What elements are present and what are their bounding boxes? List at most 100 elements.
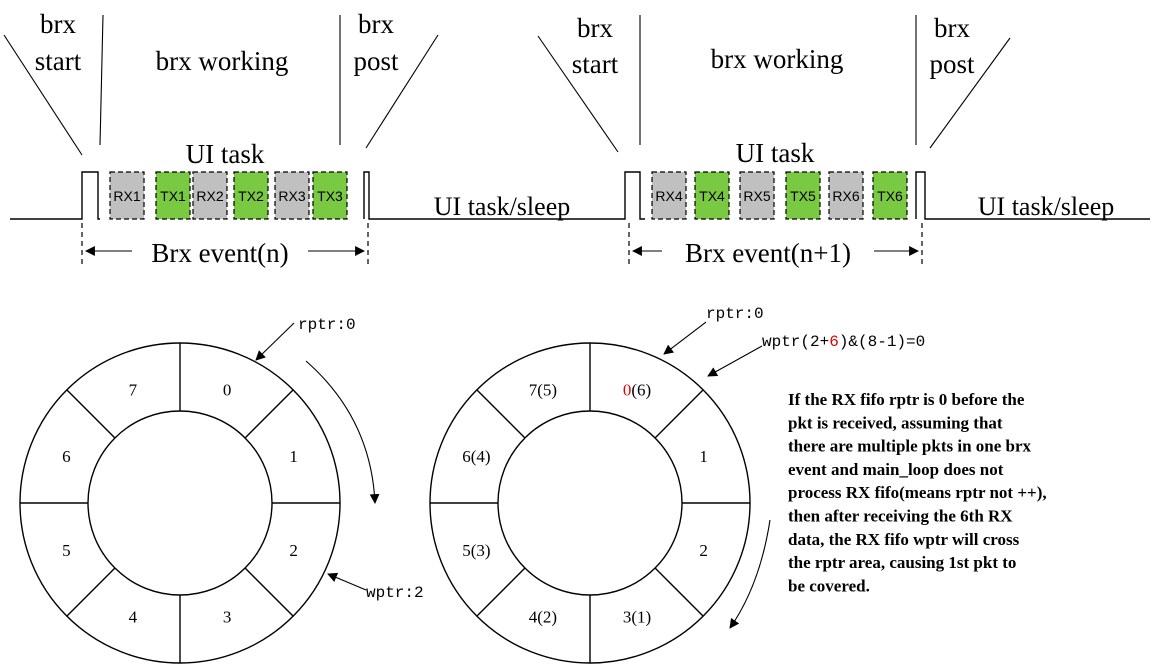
- wptr-prefix: wptr(2+: [762, 333, 829, 351]
- fifo-divider: [244, 567, 294, 617]
- span-label-bg: [132, 236, 308, 266]
- slot-box: [872, 171, 908, 220]
- wptr-label: wptr(2+6)&(8-1)=0: [762, 333, 925, 351]
- segment-previous-index: (3): [471, 541, 491, 560]
- rx-slot: RX3: [274, 171, 310, 220]
- fifo-segment-label: 7(5): [529, 380, 557, 399]
- brx-start-label: start: [572, 49, 619, 79]
- fifo-divider: [476, 389, 526, 439]
- slot-label: RX2: [196, 188, 223, 204]
- fifo-segment-label: 1: [699, 447, 708, 466]
- slot-label: RX6: [832, 188, 859, 204]
- explanation-line: process RX fifo(means rptr not ++),: [788, 483, 1047, 502]
- fifo-segment-label: 6(4): [462, 447, 490, 466]
- explanation-line: the rptr area, causing 1st pkt to: [788, 553, 1016, 572]
- fifo-divider: [654, 567, 704, 617]
- tx-slot: TX2: [233, 171, 269, 220]
- fifo-segment-labels: 0(6)123(1)4(2)5(3)6(4)7(5): [462, 380, 708, 626]
- fifo-segment-label: 6: [62, 447, 71, 466]
- slot-label: TX2: [238, 188, 264, 204]
- slot-box: [785, 171, 821, 220]
- wptr-arrow: [707, 345, 763, 377]
- slot-box: [739, 171, 775, 220]
- segment-previous-index: (1): [631, 608, 651, 627]
- wptr-arrow: [327, 572, 367, 591]
- slot-label: RX4: [655, 188, 682, 204]
- tx-slot: TX6: [872, 171, 908, 220]
- span-label: Brx event(n): [151, 238, 288, 268]
- rptr-arrow: [663, 321, 707, 355]
- fifo-inner-circle: [87, 410, 273, 596]
- fifo-segment-label: 4(2): [529, 608, 557, 627]
- slot-box: [828, 171, 864, 220]
- ui-task-label: UI task: [736, 138, 815, 168]
- segment-index: 2: [699, 541, 708, 560]
- timeline: brx start brx working brx post UI task U…: [3, 9, 1150, 268]
- explanation-line: be covered.: [788, 576, 870, 595]
- write-direction-arrow: [305, 360, 380, 504]
- rptr-label: rptr:0: [298, 316, 356, 334]
- fifo-divider: [66, 389, 116, 439]
- fifo-segment-label: 5(3): [462, 541, 490, 560]
- brx-start-label: brx: [40, 9, 76, 39]
- segment-index: 1: [699, 447, 708, 466]
- slot-label: TX4: [699, 188, 725, 204]
- slot-label: TX3: [317, 188, 343, 204]
- segment-previous-index: (5): [537, 380, 557, 399]
- brx-start-pointer: [537, 35, 619, 153]
- segment-index: 5: [462, 541, 471, 560]
- span-label: Brx event(n+1): [685, 238, 851, 268]
- segment-index: 6: [462, 447, 471, 466]
- fifo-dividers: [20, 343, 340, 663]
- slot-label: RX5: [743, 188, 770, 204]
- fifo-divider: [654, 389, 704, 439]
- slot-label: TX6: [877, 188, 903, 204]
- slot-box: [192, 171, 228, 220]
- fifo-dividers: [430, 343, 750, 663]
- brx-start-pointer: [99, 14, 104, 146]
- brx-working-label: brx working: [711, 44, 844, 74]
- fifo-divider: [476, 567, 526, 617]
- segment-index: 7: [529, 380, 538, 399]
- brx-post-pointer: [365, 34, 439, 149]
- segment-index: 4: [529, 608, 538, 627]
- brx-post-label: post: [353, 46, 399, 76]
- fifo-segment-label: 1: [289, 447, 298, 466]
- explanation-line: pkt is received, assuming that: [788, 413, 1003, 432]
- brx-start-pointer: [3, 34, 83, 156]
- brx-start-label: start: [35, 46, 82, 76]
- brx-post-label: post: [929, 49, 975, 79]
- fifo-segment-label: 0: [223, 380, 232, 399]
- fifo-divider: [244, 389, 294, 439]
- fifo-inner-circle: [497, 410, 683, 596]
- fifo-divider: [66, 567, 116, 617]
- fifo-segment-label: 2: [289, 541, 298, 560]
- slot-box: [651, 171, 687, 220]
- tx-slot: TX3: [312, 171, 348, 220]
- fifo-segment-label: 7: [129, 380, 138, 399]
- wptr-highlight: 6: [829, 333, 839, 351]
- fifo-ring-right: 0(6)123(1)4(2)5(3)6(4)7(5) rptr:0 wptr(2…: [429, 305, 925, 664]
- rx-slot: RX2: [192, 171, 228, 220]
- rx-slot: RX4: [651, 171, 687, 220]
- slot-box: [109, 171, 145, 220]
- tx-slot: TX1: [155, 171, 191, 220]
- rptr-label: rptr:0: [706, 305, 764, 323]
- segment-index: 3: [623, 608, 632, 627]
- slot-box: [233, 171, 269, 220]
- span-label-bg: [662, 236, 874, 266]
- brx-post-label: brx: [934, 13, 970, 43]
- ui-task-sleep-label: UI task/sleep: [434, 192, 570, 221]
- slot-label: TX1: [160, 188, 186, 204]
- ui-task-label: UI task: [186, 139, 265, 169]
- segment-index: 0: [623, 380, 632, 399]
- brx-working-label: brx working: [156, 46, 289, 76]
- fifo-segment-label: 2: [699, 541, 708, 560]
- wptr-label: wptr:2: [366, 584, 424, 602]
- segment-previous-index: (2): [537, 608, 557, 627]
